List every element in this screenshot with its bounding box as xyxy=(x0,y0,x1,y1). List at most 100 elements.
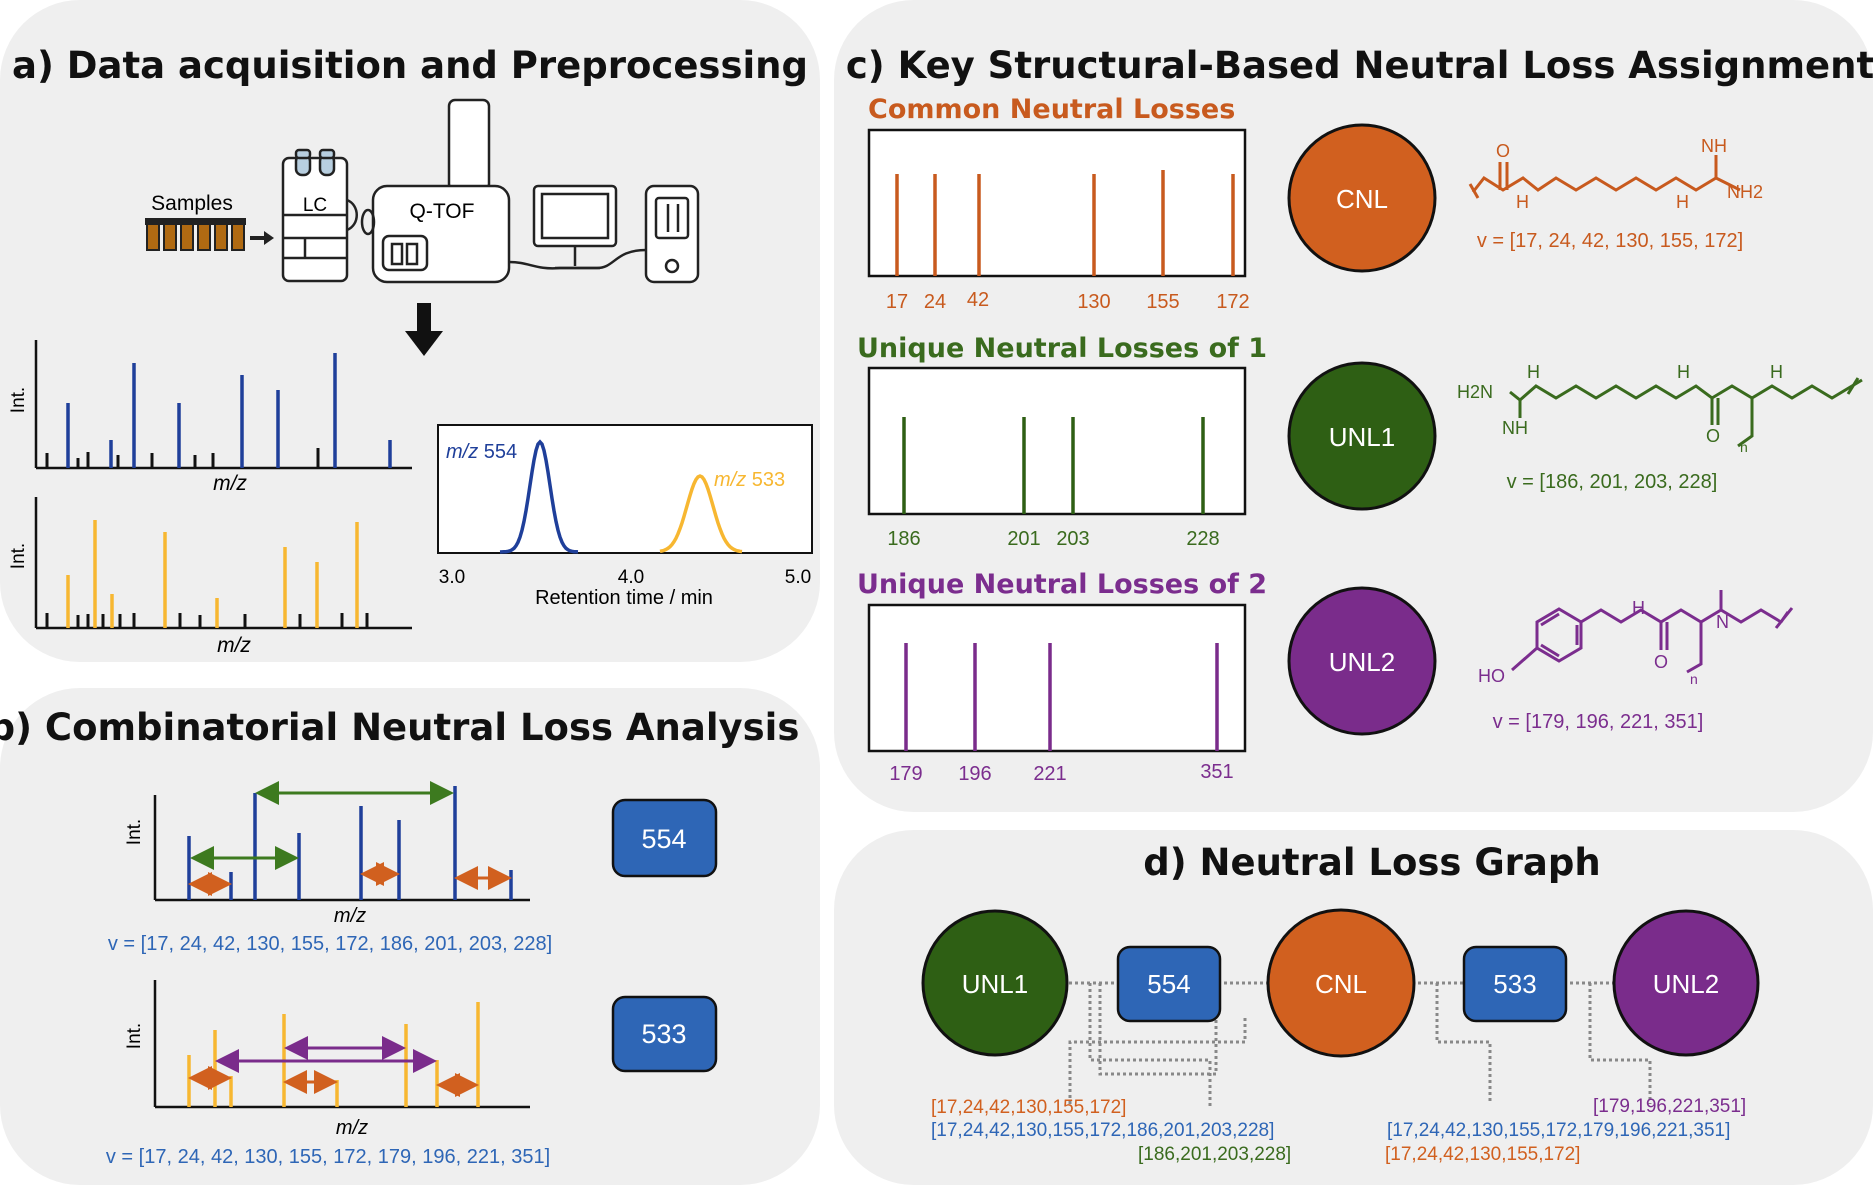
chrom-x-axis-label: Retention time / min xyxy=(535,587,713,609)
chrom-tick-5: 5.0 xyxy=(785,567,811,588)
edge-label-cnl-533: [17,24,42,130,155,172] xyxy=(1385,1144,1580,1165)
cnla1-x-axis-label: m/z xyxy=(334,905,366,927)
cnl-node: CNL xyxy=(1287,123,1437,273)
unl1-heading: Unique Neutral Losses of 1 xyxy=(857,333,1267,364)
panel-d-title: d) Neutral Loss Graph xyxy=(1143,841,1600,884)
edge-label-unl1-554: [186,201,203,228] xyxy=(1138,1144,1291,1165)
svg-text:533: 533 xyxy=(641,1019,686,1049)
cnl-struct-h1: H xyxy=(1516,192,1529,212)
unl2-struct-sub: n xyxy=(1690,671,1698,687)
node-533: 533 xyxy=(611,995,718,1073)
edge-label-554-vector: [17,24,42,130,155,172,186,201,203,228] xyxy=(931,1120,1274,1141)
qtof-instrument-icon xyxy=(360,98,600,284)
cnla-spectrum-554 xyxy=(153,781,530,902)
chromatogram xyxy=(437,424,813,554)
graph-node-unl1: UNL1 xyxy=(921,909,1069,1057)
unl1-node: UNL1 xyxy=(1287,361,1437,511)
cnla2-x-axis-label: m/z xyxy=(336,1117,368,1139)
graph-edges xyxy=(1063,981,1652,1106)
cnl-vector: v = [17, 24, 42, 130, 155, 172] xyxy=(1477,230,1743,252)
svg-text:UNL2: UNL2 xyxy=(1329,647,1395,677)
unl1-struct-h2n: H2N xyxy=(1457,382,1493,402)
cnl-heading: Common Neutral Losses xyxy=(868,94,1235,125)
computer-monitor-icon xyxy=(532,184,647,270)
chrom-tick-3: 3.0 xyxy=(439,567,465,588)
graph-node-cnl: CNL xyxy=(1266,908,1416,1058)
edge-label-cnl-554: [17,24,42,130,155,172] xyxy=(931,1097,1126,1118)
panel-b-title: b) Combinatorial Neutral Loss Analysis xyxy=(0,706,799,749)
unl2-struct-o: O xyxy=(1654,652,1668,672)
vector-533: v = [17, 24, 42, 130, 155, 172, 179, 196… xyxy=(106,1146,550,1168)
graph-node-533: 533 xyxy=(1462,945,1568,1023)
samples-label: Samples xyxy=(151,192,233,215)
cnl-structure xyxy=(1468,155,1741,199)
panel-a-title: a) Data acquisition and Preprocessing xyxy=(12,44,808,87)
svg-text:554: 554 xyxy=(1147,969,1190,999)
chromatogram-peak-533 xyxy=(659,474,743,554)
cnl-struct-o: O xyxy=(1496,141,1510,161)
vector-554: v = [17, 24, 42, 130, 155, 172, 186, 201… xyxy=(108,933,552,955)
panel-b xyxy=(0,688,820,1185)
unl2-struct-h: H xyxy=(1632,598,1645,618)
cnl-tick-4: 155 xyxy=(1146,291,1179,313)
unl1-struct-h2: H xyxy=(1677,362,1690,382)
computer-tower-icon xyxy=(644,184,700,284)
arrow-down-icon xyxy=(405,303,443,356)
unl2-struct-ho: HO xyxy=(1478,666,1505,686)
cnl-tick-5: 172 xyxy=(1216,291,1249,313)
unl1-struct-n: n xyxy=(1740,439,1748,455)
node-554: 554 xyxy=(611,798,718,878)
spectrum-533 xyxy=(34,497,412,630)
svg-text:UNL1: UNL1 xyxy=(1329,422,1395,452)
cnl-struct-nh2: NH2 xyxy=(1727,182,1763,202)
edge-label-unl2-533: [179,196,221,351] xyxy=(1593,1096,1746,1117)
unl2-tick-3: 351 xyxy=(1200,761,1233,783)
unl2-tick-1: 196 xyxy=(958,763,991,785)
lc-label: LC xyxy=(303,195,327,216)
svg-text:533: 533 xyxy=(1493,969,1536,999)
spectrum1-x-axis-label: m/z xyxy=(213,472,247,495)
edge-label-533-vector: [17,24,42,130,155,172,179,196,221,351] xyxy=(1387,1120,1730,1141)
chrom-peak1-label: m/z 554 xyxy=(446,441,517,463)
unl1-tick-3: 228 xyxy=(1186,528,1219,550)
unl2-tick-0: 179 xyxy=(889,763,922,785)
cnl-struct-h2: H xyxy=(1676,192,1689,212)
cnl-spectrum-box xyxy=(867,128,1247,278)
spectrum2-x-axis-label: m/z xyxy=(217,634,251,657)
unl2-tick-2: 221 xyxy=(1033,763,1066,785)
cnla2-y-axis-label: Int. xyxy=(124,1023,145,1049)
chrom-tick-4: 4.0 xyxy=(618,567,644,588)
cnla-spectrum-533 xyxy=(153,980,530,1109)
unl1-struct-o: O xyxy=(1706,426,1720,446)
sample-vials-icon xyxy=(145,218,246,251)
chrom-peak2-label: m/z 533 xyxy=(714,469,785,491)
cnla1-y-axis-label: Int. xyxy=(124,819,145,845)
unl1-struct-nh: NH xyxy=(1502,418,1528,438)
cnl-tick-1: 24 xyxy=(924,291,946,313)
panel-c-title: c) Key Structural-Based Neutral Loss Ass… xyxy=(846,44,1873,87)
cnl-tick-3: 130 xyxy=(1077,291,1110,313)
svg-text:UNL1: UNL1 xyxy=(962,969,1028,999)
unl2-struct-n: N xyxy=(1716,612,1729,632)
unl1-structure xyxy=(1509,377,1863,448)
svg-text:CNL: CNL xyxy=(1315,969,1367,999)
svg-text:UNL2: UNL2 xyxy=(1653,969,1719,999)
unl1-tick-2: 203 xyxy=(1056,528,1089,550)
unl1-vector: v = [186, 201, 203, 228] xyxy=(1507,471,1718,493)
unl2-vector: v = [179, 196, 221, 351] xyxy=(1493,711,1704,733)
spectrum2-y-axis-label: Int. xyxy=(8,543,29,569)
chromatogram-peak-554 xyxy=(499,439,579,554)
unl1-struct-h3: H xyxy=(1770,362,1783,382)
cnl-tick-2: 42 xyxy=(967,289,989,311)
unl1-spectrum-box xyxy=(867,366,1247,516)
lc-instrument-icon xyxy=(281,148,358,283)
spectrum-554 xyxy=(34,340,412,470)
cnl-struct-nh: NH xyxy=(1701,136,1727,156)
unl2-structure xyxy=(1511,590,1794,674)
unl1-tick-0: 186 xyxy=(887,528,920,550)
cnl-tick-0: 17 xyxy=(886,291,908,313)
unl2-spectrum-box xyxy=(867,603,1247,753)
unl1-tick-1: 201 xyxy=(1007,528,1040,550)
svg-text:554: 554 xyxy=(641,824,686,854)
